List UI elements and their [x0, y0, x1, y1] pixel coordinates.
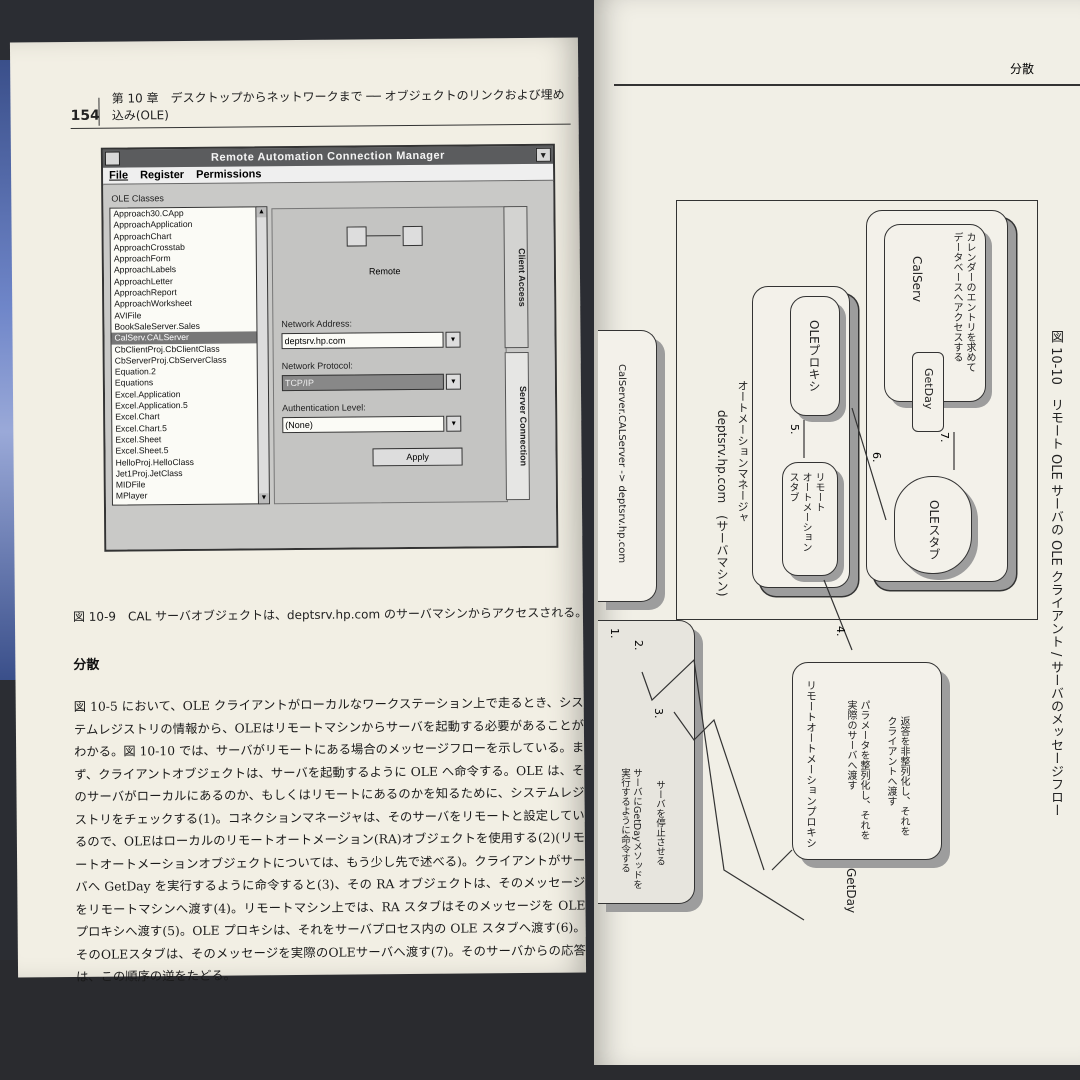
body-paragraph: 図 10-5 において、OLE クライアントがローカルなワークステーション上で走… — [73, 695, 586, 984]
step-7: 7. — [938, 432, 951, 443]
ole-proxy-box — [790, 296, 840, 416]
auth-level-label: Authentication Level: — [282, 402, 366, 414]
connection-manager-window: Remote Automation Connection Manager ▾ F… — [100, 143, 559, 552]
page-header: 154 第 10 章 デスクトップからネットワークまで ── オブジェクトのリン… — [70, 88, 571, 129]
auth-level-field[interactable]: (None) — [282, 415, 445, 434]
network-protocol-label: Network Protocol: — [281, 360, 353, 372]
scroll-down-icon[interactable]: ▼ — [258, 493, 269, 504]
tab-strip: Client Access Server Connection — [503, 205, 530, 501]
stop-server-note: サーバを停止させる — [654, 780, 665, 866]
network-address-field[interactable]: deptsrv.hp.com — [281, 331, 444, 350]
getday-inner-label: GetDay — [922, 368, 935, 410]
remote-proxy-label: リモートオートメーションプロキシ — [805, 680, 817, 848]
system-menu-icon[interactable] — [104, 151, 121, 166]
client-object-box — [598, 330, 657, 602]
step-4: 4. — [834, 626, 847, 637]
window-title: Remote Automation Connection Manager — [210, 149, 445, 164]
ole-classes-label: OLE Classes — [111, 193, 164, 204]
right-figure-caption: 図 10-10 リモート OLE サーバの OLE クライアント / サーバのメ… — [1048, 330, 1063, 817]
calserv-description: カレンダーのエントリを求めて データベースへアクセスする — [951, 232, 975, 372]
chapter-title: 第 10 章 デスクトップからネットワークまで ── オブジェクトのリンクおよび… — [111, 87, 565, 123]
client-bottom-box — [598, 620, 695, 904]
apply-button[interactable]: Apply — [372, 447, 463, 467]
protocol-dropdown-icon[interactable]: ▾ — [445, 373, 461, 390]
remote-stub-box — [782, 462, 838, 576]
remote-computer-icon — [402, 225, 423, 247]
proxy-description-1: パラメータを整列化し、それを 実際のサーバへ渡す — [845, 700, 869, 840]
menu-permissions[interactable]: Permissions — [196, 168, 262, 181]
header-rule — [614, 84, 1080, 86]
step-1: 1. — [608, 628, 621, 639]
menu-file[interactable]: File — [109, 169, 129, 182]
network-address-label: Network Address: — [281, 318, 352, 330]
right-header-title: 分散 — [1010, 62, 1035, 76]
ole-class-item[interactable]: MPlayer — [115, 490, 148, 502]
proxy-description-2: 返答を非整列化し、それを クライアントへ渡す — [885, 716, 909, 836]
network-protocol-field[interactable]: TCP/IP — [281, 373, 444, 392]
address-dropdown-icon[interactable]: ▾ — [445, 331, 461, 348]
auth-dropdown-icon[interactable]: ▾ — [446, 415, 462, 432]
calserv-label: CalServ — [910, 256, 924, 303]
server-machine-box — [676, 200, 1038, 620]
server-machine-label: deptsrv.hp.com (サーバマシン) — [715, 410, 729, 597]
step-3: 3. — [652, 708, 665, 719]
figure-caption: 図 10-9 CAL サーバオブジェクトは、deptsrv.hp.com のサー… — [72, 605, 588, 624]
menu-register[interactable]: Register — [139, 168, 185, 182]
step-5: 5. — [788, 424, 801, 435]
getday-inner-box — [912, 352, 944, 432]
minimize-icon[interactable]: ▾ — [535, 147, 551, 162]
tab-server-connection[interactable]: Server Connection — [504, 351, 530, 501]
step-6: 6. — [870, 452, 883, 463]
section-title: 分散 — [73, 657, 100, 673]
remote-proxy-box — [792, 662, 942, 860]
automation-manager-label: オートメーションマネージャ — [736, 380, 749, 523]
ole-proxy-label: OLEプロキシ — [807, 320, 821, 392]
server-connection-panel: Remote Network Address: deptsrv.hp.com ▾… — [271, 206, 508, 505]
page-number: 154 — [70, 107, 100, 124]
flow-arrows — [641, 407, 955, 921]
left-page: 154 第 10 章 デスクトップからネットワークまで ── オブジェクトのリン… — [9, 37, 588, 984]
right-page: 分散 deptsrv.hp.com (サーバマシン) オートメーションマネージャ… — [594, 0, 1080, 1065]
computer-icon — [346, 226, 367, 247]
remote-label: Remote — [368, 266, 401, 277]
tab-client-access[interactable]: Client Access — [503, 205, 529, 349]
client-command-note: サーバにGetDayメソッドを 実行するように命令する — [619, 768, 642, 890]
scroll-up-icon[interactable]: ▲ — [256, 207, 267, 218]
list-scrollbar[interactable]: ▲ ▼ — [255, 206, 270, 505]
step-2: 2. — [632, 640, 645, 651]
ole-stub-label: OLEスタブ — [927, 500, 941, 560]
getday-label: GetDay — [844, 868, 858, 914]
remote-stub-label: リモート オートメーション スタブ — [787, 472, 824, 552]
link-icon — [366, 235, 401, 237]
ole-stub-box — [894, 476, 972, 574]
class-path-arrow-label: CalServer.CALServer -> deptsrv.hp.com — [616, 364, 627, 564]
